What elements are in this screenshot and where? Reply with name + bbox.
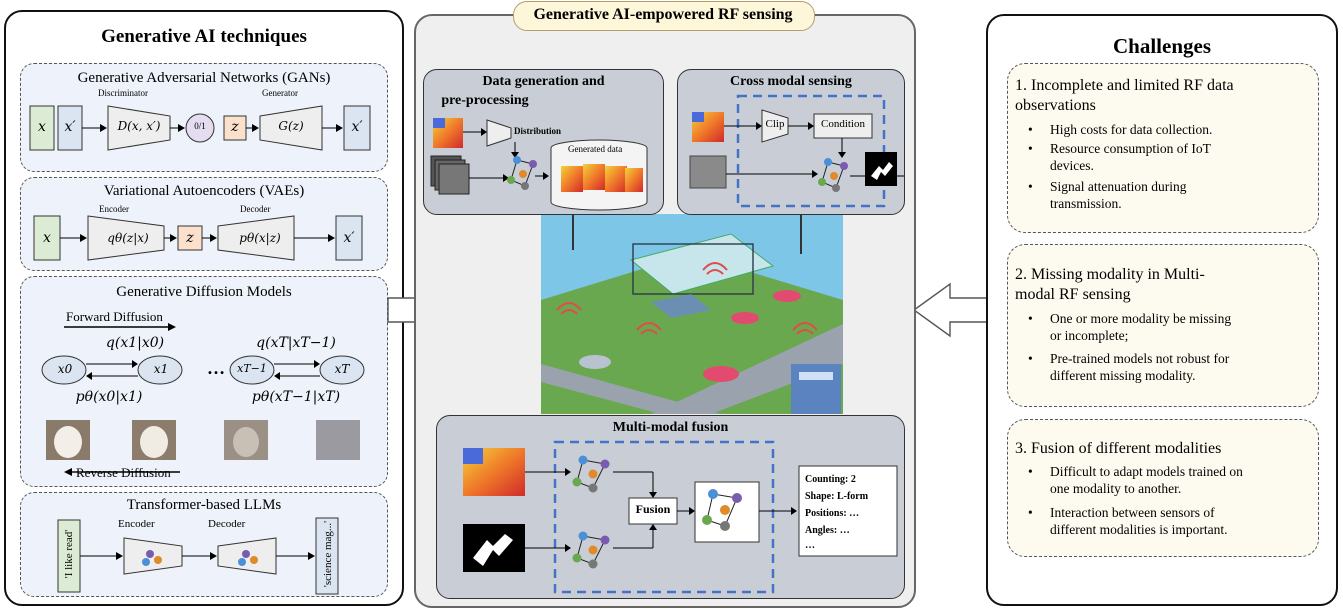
gan-generator-label: Generator bbox=[262, 88, 298, 98]
fusion-output-positions: Positions: … bbox=[805, 508, 860, 519]
cross-modal-condition-label: Condition bbox=[820, 118, 865, 130]
fusion-diagram bbox=[463, 440, 898, 594]
right-panel-title: Challenges bbox=[1112, 34, 1211, 58]
vae-diagram bbox=[33, 215, 363, 261]
vae-x: x bbox=[43, 230, 51, 246]
llm-output-text: 'science mag...' bbox=[322, 520, 334, 588]
challenge-1-heading-cont: observations bbox=[1015, 97, 1096, 114]
gan-z: z bbox=[231, 119, 239, 135]
diffusion-pT-label: pθ(xT−1|xT) bbox=[251, 389, 341, 405]
diffusion-p1-label: pθ(x0|x1) bbox=[75, 389, 143, 405]
diffusion-x0-node: x0 bbox=[57, 362, 73, 376]
diffusion-qT-label: q(xT|xT−1) bbox=[256, 335, 336, 351]
challenge-1-heading: 1. Incomplete and limited RF data bbox=[1015, 77, 1234, 94]
gan-discriminator-label: Discriminator bbox=[98, 88, 148, 98]
gan-x-prime-out: x′ bbox=[351, 119, 363, 135]
fusion-label: Fusion bbox=[635, 502, 671, 516]
gan-d-label: D(x, x′) bbox=[117, 119, 161, 133]
banner bbox=[513, 1, 815, 31]
diffusion-ellipsis: … bbox=[207, 358, 225, 378]
diffusion-diagram bbox=[41, 323, 365, 476]
vae-encoder-label: Encoder bbox=[99, 204, 129, 214]
vae-decoder-label: Decoder bbox=[240, 204, 271, 214]
cross-modal-diagram bbox=[689, 94, 904, 208]
challenge-2-heading: 2. Missing modality in Multi- bbox=[1015, 266, 1205, 283]
challenge-2-heading-cont: modal RF sensing bbox=[1015, 286, 1131, 303]
challenge-3-bullet-1: Difficult to adapt models trained onone … bbox=[1028, 463, 1243, 497]
right-flow-arrow bbox=[912, 282, 993, 338]
datagen-diagram bbox=[430, 118, 648, 211]
fusion-output-counting: Counting: 2 bbox=[805, 474, 856, 485]
fusion-output-more: … bbox=[805, 540, 815, 551]
llm-decoder-label: Decoder bbox=[208, 518, 246, 530]
diffusion-x1-node: x1 bbox=[153, 362, 169, 376]
vae-p-label: pθ(x|z) bbox=[239, 231, 281, 245]
datagen-generated-label: Generated data bbox=[568, 144, 623, 154]
fusion-output-shape: Shape: L-form bbox=[805, 491, 869, 502]
gan-title: Generative Adversarial Networks (GANs) bbox=[77, 70, 331, 86]
vae-x-prime: x′ bbox=[343, 230, 355, 246]
fusion-title: Multi-modal fusion bbox=[612, 420, 729, 435]
gan-g-label: G(z) bbox=[278, 119, 304, 133]
fusion-output-angles: Angles: … bbox=[805, 525, 850, 536]
cross-modal-output-mask bbox=[900, 150, 901, 151]
banner-title: Generative AI-empowered RF sensing bbox=[533, 6, 793, 23]
llm-encoder-label: Encoder bbox=[118, 518, 155, 530]
cross-modal-title: Cross modal sensing bbox=[730, 74, 852, 89]
llm-diagram bbox=[57, 517, 339, 595]
cross-modal-clip-label: Clip bbox=[765, 118, 785, 130]
challenge-3-heading: 3. Fusion of different modalities bbox=[1015, 440, 1222, 457]
challenge-1-bullet-1: High costs for data collection. bbox=[1028, 121, 1212, 138]
cross-modal-output-image bbox=[865, 152, 897, 186]
datagen-title-line2: pre-processing bbox=[441, 93, 529, 108]
gan-diagram bbox=[29, 105, 371, 151]
diffusion-forward-label: Forward Diffusion bbox=[66, 309, 163, 324]
vae-box bbox=[20, 177, 388, 271]
gan-x: x bbox=[38, 119, 46, 135]
vae-title: Variational Autoencoders (VAEs) bbox=[103, 183, 305, 199]
left-panel-title: Generative AI techniques bbox=[101, 26, 307, 47]
challenge-2-bullet-2: Pre-trained models not robust fordiffere… bbox=[1028, 350, 1229, 384]
diffusion-xT-node: xT bbox=[334, 362, 350, 376]
smart-city-illustration bbox=[541, 214, 843, 414]
diffusion-title: Generative Diffusion Models bbox=[116, 284, 292, 300]
vae-z: z bbox=[186, 230, 194, 246]
diffusion-reverse-label: Reverse Diffusion bbox=[76, 465, 171, 480]
llm-title: Transformer-based LLMs bbox=[126, 497, 282, 513]
vae-q-label: qθ(z|x) bbox=[107, 231, 149, 245]
gan-x-prime: x′ bbox=[64, 119, 76, 135]
llm-input-text: 'I like read' bbox=[63, 529, 75, 579]
datagen-distribution-label: Distribution bbox=[514, 126, 562, 136]
challenge-3-bullet-2: Interaction between sensors ofdifferent … bbox=[1028, 504, 1228, 538]
datagen-title-line1: Data generation and bbox=[482, 74, 605, 89]
diffusion-xT1-node: xT−1 bbox=[237, 362, 267, 375]
diffusion-q1-label: q(x1|x0) bbox=[105, 335, 165, 351]
gan-output-label: 0/1 bbox=[194, 121, 206, 131]
